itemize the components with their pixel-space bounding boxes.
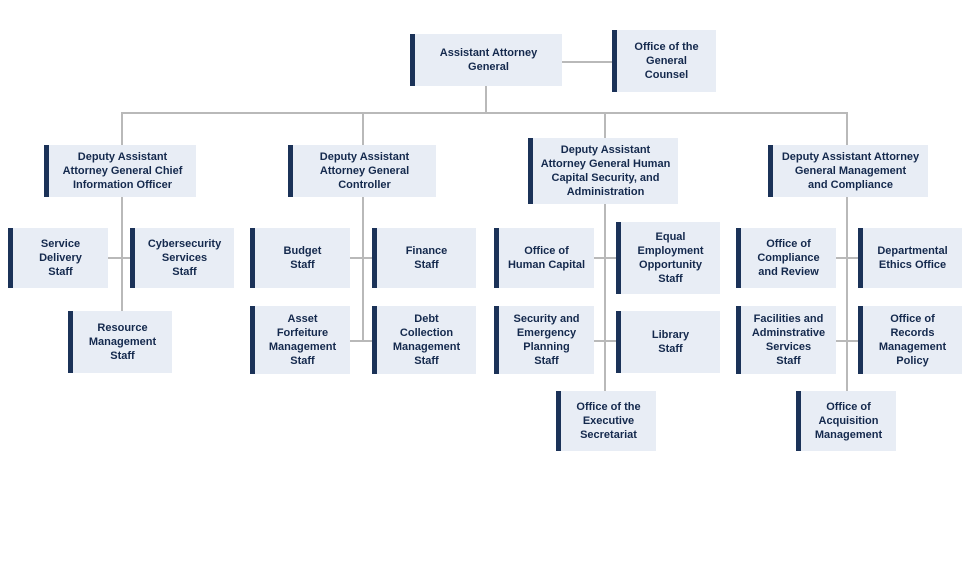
connector-hcsa-to-human-capital [594, 257, 605, 259]
node-equal-employment-opportunity-staff[interactable]: Equal Employment Opportunity Staff [616, 222, 720, 294]
node-label: Office of Acquisition Management [814, 401, 883, 441]
connector-controller-to-budget [350, 257, 363, 259]
node-label: Budget Staff [283, 245, 322, 271]
node-debt-collection-management-staff[interactable]: Debt Collection Management Staff [372, 306, 476, 374]
node-budget-staff[interactable]: Budget Staff [250, 228, 350, 288]
node-office-of-records-management-policy[interactable]: Office of Records Management Policy [858, 306, 962, 374]
node-library-staff[interactable]: Library Staff [616, 311, 720, 373]
connector-mc-to-facilities-admin [836, 340, 847, 342]
connector-hcsa-to-library [604, 340, 618, 342]
connector-cio-to-service-delivery [108, 257, 122, 259]
node-label: Security and Emergency Planning Staff [513, 313, 580, 367]
node-asset-forfeiture-management-staff[interactable]: Asset Forfeiture Management Staff [250, 306, 350, 374]
connector-controller-to-asset-forfeiture [350, 340, 363, 342]
node-label: Finance Staff [405, 245, 448, 271]
node-label: Office of Compliance and Review [757, 238, 820, 278]
node-label: Resource Management Staff [88, 322, 157, 362]
node-label: Service Delivery Staff [39, 238, 82, 278]
node-label: Deputy Assistant Attorney General Contro… [319, 151, 410, 191]
node-deputy-assistant-attorney-general-controller[interactable]: Deputy Assistant Attorney General Contro… [288, 145, 436, 197]
connector-mc-to-records-mgmt [846, 340, 860, 342]
connector-controller-to-finance [362, 257, 374, 259]
node-office-of-acquisition-management[interactable]: Office of Acquisition Management [796, 391, 896, 451]
node-office-of-the-executive-secretariat[interactable]: Office of the Executive Secretariat [556, 391, 656, 451]
node-deputy-assistant-attorney-general-chief-information-officer[interactable]: Deputy Assistant Attorney General Chief … [44, 145, 196, 197]
node-cybersecurity-services-staff[interactable]: Cybersecurity Services Staff [130, 228, 234, 288]
node-label: Office of Human Capital [507, 245, 585, 271]
connector-hcsa-to-eeo [604, 257, 618, 259]
connector-cio-to-cybersecurity [121, 257, 132, 259]
connector-bus-to-daag-controller [362, 112, 364, 145]
connector-controller-spine [362, 197, 364, 342]
connector-controller-to-debt-collection [362, 340, 374, 342]
node-security-and-emergency-planning-staff[interactable]: Security and Emergency Planning Staff [494, 306, 594, 374]
connector-aag-to-ogc [562, 61, 612, 63]
connector-aag-stem [485, 86, 487, 113]
connector-mc-to-compliance-review [836, 257, 847, 259]
node-office-of-compliance-and-review[interactable]: Office of Compliance and Review [736, 228, 836, 288]
node-label: Assistant Attorney General [439, 47, 538, 73]
node-label: Deputy Assistant Attorney General Human … [540, 144, 671, 198]
node-deputy-assistant-attorney-general-management-and-compliance[interactable]: Deputy Assistant Attorney General Manage… [768, 145, 928, 197]
connector-main-bus [121, 112, 848, 114]
node-label: Facilities and Adminstrative Services St… [751, 313, 826, 367]
node-assistant-attorney-general[interactable]: Assistant Attorney General [410, 34, 562, 86]
node-label: Library Staff [651, 329, 690, 355]
node-departmental-ethics-office[interactable]: Departmental Ethics Office [858, 228, 962, 288]
connector-bus-to-daag-hcsa [604, 112, 606, 138]
node-label: Office of the General Counsel [634, 41, 699, 81]
node-service-delivery-staff[interactable]: Service Delivery Staff [8, 228, 108, 288]
connector-bus-to-daag-cio [121, 112, 123, 145]
node-label: Debt Collection Management Staff [392, 313, 461, 367]
node-deputy-assistant-attorney-general-human-capital-security-administration[interactable]: Deputy Assistant Attorney General Human … [528, 138, 678, 204]
node-label: Asset Forfeiture Management Staff [268, 313, 337, 367]
node-facilities-and-administrative-services-staff[interactable]: Facilities and Adminstrative Services St… [736, 306, 836, 374]
connector-mc-to-dept-ethics [846, 257, 860, 259]
connector-hcsa-to-security-emergency [594, 340, 605, 342]
node-resource-management-staff[interactable]: Resource Management Staff [68, 311, 172, 373]
node-label: Deputy Assistant Attorney General Chief … [62, 151, 183, 191]
node-label: Departmental Ethics Office [877, 245, 948, 271]
connector-cio-spine [121, 197, 123, 314]
node-office-of-human-capital[interactable]: Office of Human Capital [494, 228, 594, 288]
node-office-of-the-general-counsel[interactable]: Office of the General Counsel [612, 30, 716, 92]
node-label: Equal Employment Opportunity Staff [637, 231, 704, 285]
node-label: Deputy Assistant Attorney General Manage… [781, 151, 920, 191]
node-label: Cybersecurity Services Staff [147, 238, 222, 278]
connector-bus-to-daag-mc [846, 112, 848, 145]
connector-hcsa-spine [604, 204, 606, 393]
connector-mc-spine [846, 197, 848, 393]
node-label: Office of the Executive Secretariat [576, 401, 641, 441]
node-finance-staff[interactable]: Finance Staff [372, 228, 476, 288]
node-label: Office of Records Management Policy [878, 313, 947, 367]
